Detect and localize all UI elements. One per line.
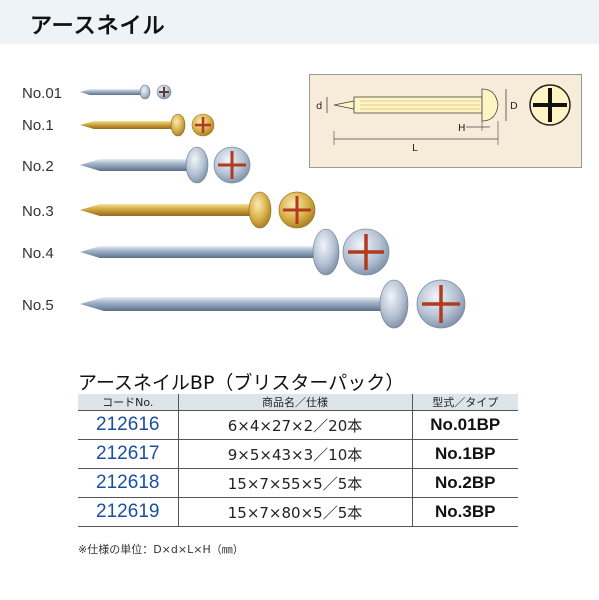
table-row: 212618 15×7×55×5／5本 No.2BP bbox=[78, 468, 518, 498]
product-code: 212617 bbox=[78, 439, 179, 469]
product-spec: 15×7×80×5／5本 bbox=[177, 497, 413, 527]
table-row: 212619 15×7×80×5／5本 No.3BP bbox=[78, 497, 518, 527]
product-code: 212616 bbox=[78, 410, 179, 440]
column-header: コードNo. bbox=[78, 394, 179, 411]
product-code: 212618 bbox=[78, 468, 179, 498]
column-header: 商品名／仕様 bbox=[177, 394, 413, 411]
nail-label-01: No.01 bbox=[22, 85, 63, 102]
unit-footnote: ※仕様の単位：D×d×L×H（㎜） bbox=[78, 543, 244, 556]
nail-no4 bbox=[80, 228, 390, 276]
nail-no1 bbox=[80, 113, 215, 137]
nail-label-5: No.5 bbox=[22, 297, 54, 314]
nail-label-3: No.3 bbox=[22, 203, 54, 220]
dim-D: D bbox=[510, 101, 518, 112]
product-spec: 15×7×55×5／5本 bbox=[177, 468, 413, 498]
dim-H: H bbox=[458, 123, 466, 134]
nail-no01 bbox=[80, 84, 172, 100]
product-type: No.01BP bbox=[411, 410, 518, 440]
column-header: 型式／タイプ bbox=[411, 394, 518, 411]
page-title: アースネイル bbox=[30, 14, 166, 39]
product-code: 212619 bbox=[78, 497, 179, 527]
nail-no5 bbox=[80, 279, 466, 329]
nail-illustrations bbox=[80, 84, 466, 329]
series-title: アースネイルBP（ブリスターパック） bbox=[78, 372, 405, 394]
table-header-row: コードNo. 商品名／仕様 型式／タイプ bbox=[78, 394, 518, 411]
product-type: No.1BP bbox=[411, 439, 518, 469]
nail-label-1: No.1 bbox=[22, 117, 54, 134]
spec-table: コードNo. 商品名／仕様 型式／タイプ 212616 6×4×27×2／20本… bbox=[78, 394, 518, 527]
product-type: No.2BP bbox=[411, 468, 518, 498]
table-row: 212616 6×4×27×2／20本 No.01BP bbox=[78, 410, 518, 440]
header-bar: アースネイル bbox=[0, 0, 599, 44]
product-spec: 9×5×43×3／10本 bbox=[177, 439, 413, 469]
nail-label-2: No.2 bbox=[22, 158, 54, 175]
product-spec: 6×4×27×2／20本 bbox=[177, 410, 413, 440]
nail-no2 bbox=[80, 146, 251, 184]
dim-L: L bbox=[412, 143, 418, 154]
dim-d: d bbox=[316, 101, 322, 112]
table-row: 212617 9×5×43×3／10本 No.1BP bbox=[78, 439, 518, 469]
nail-no3 bbox=[80, 191, 316, 229]
product-type: No.3BP bbox=[411, 497, 518, 527]
nail-label-4: No.4 bbox=[22, 245, 54, 262]
dimension-diagram: d D H L bbox=[309, 74, 582, 168]
